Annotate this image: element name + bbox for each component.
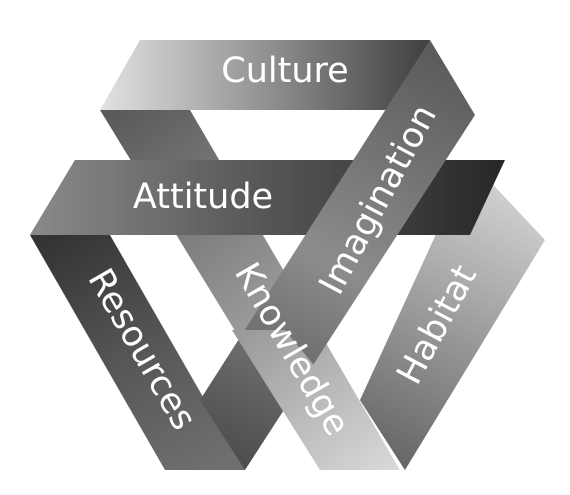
label-attitude: Attitude xyxy=(133,177,273,217)
band-culture xyxy=(100,40,430,110)
band-knowledge-over xyxy=(232,330,400,470)
label-culture: Culture xyxy=(221,51,348,91)
band-habitat-over xyxy=(360,330,470,470)
band-resources xyxy=(30,235,245,470)
